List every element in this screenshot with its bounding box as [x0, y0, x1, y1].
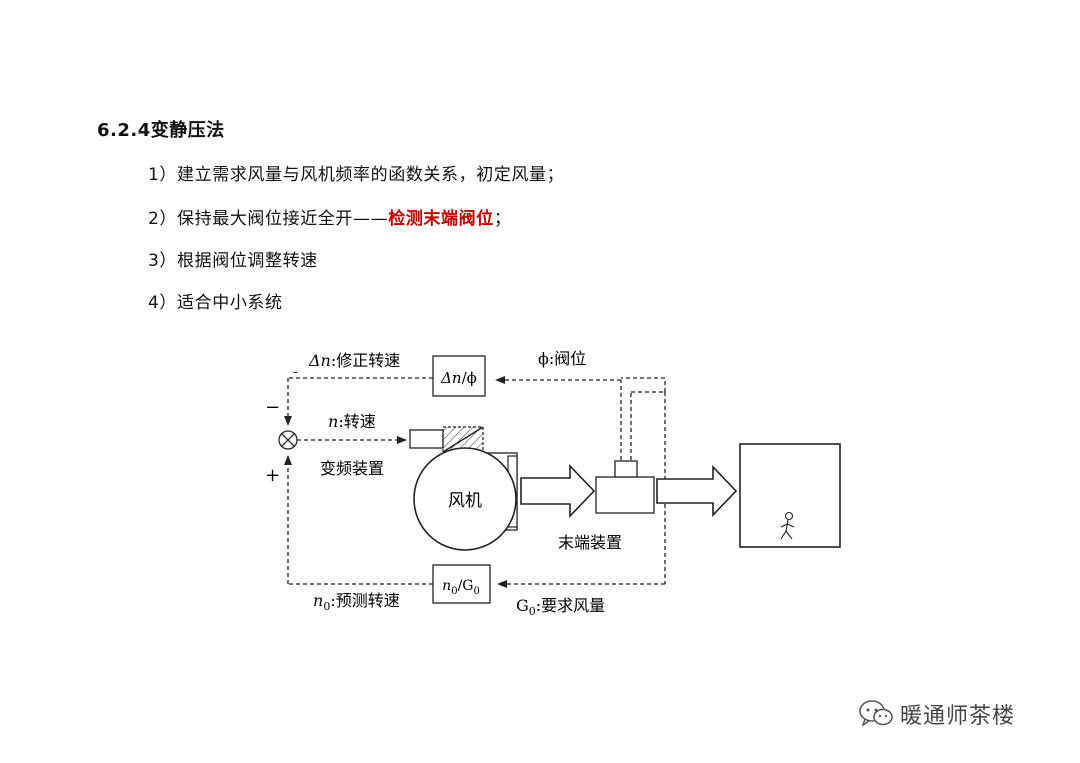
n-label: n:转速: [328, 412, 376, 431]
n0-label-n: n: [313, 591, 323, 610]
wechat-icon: [859, 700, 893, 727]
dn-label: Δn:修正转速: [308, 351, 400, 370]
demand-feedback-path: [284, 392, 666, 588]
dn-phi-box: Δn/ϕ: [432, 355, 486, 397]
g0-label-g: G: [516, 596, 529, 615]
summing-junction: [278, 430, 298, 450]
list-item-2-prefix: 2）保持最大阀位接近全开——: [148, 209, 389, 229]
list-item-2-highlight: 检测末端阀位: [388, 209, 494, 229]
list-item-2: 2）保持最大阀位接近全开——检测末端阀位；: [148, 204, 511, 229]
svg-text:n0/G0: n0/G0: [442, 578, 480, 597]
n-label-var: n: [328, 412, 338, 431]
n-label-text: :转速: [338, 412, 375, 431]
fan-label: 风机: [448, 491, 482, 511]
minus-sign-left: −: [265, 397, 280, 418]
list-item-2-suffix: ；: [493, 209, 512, 229]
n0-label-text: :预测转速: [330, 591, 399, 610]
g0-label: G0:要求风量: [516, 596, 605, 618]
phi-label: ϕ:阀位: [538, 349, 586, 368]
plus-sign: +: [265, 465, 280, 486]
person-icon: [780, 511, 795, 540]
list-item-3: 3）根据阀位调整转速: [148, 251, 318, 271]
n0-label: n0:预测转速: [313, 591, 400, 613]
airflow-arrow-2: [656, 465, 738, 517]
list-item-4: 4）适合中小系统: [148, 293, 283, 313]
n0-label-sub: 0: [323, 600, 330, 613]
g0-label-text: :要求风量: [536, 596, 605, 615]
n0-box-sep: /G: [458, 578, 474, 594]
section-heading: 6.2.4变静压法: [97, 120, 225, 141]
terminal-device: [595, 460, 655, 514]
dn-label-text: :修正转速: [331, 351, 400, 370]
vfd-label: 变频装置: [320, 459, 384, 478]
n0-g0-box: n0/G0: [432, 564, 491, 604]
n0-box-sub2: 0: [473, 586, 479, 597]
terminal-label: 末端装置: [558, 533, 622, 552]
valve-feedback-path: [495, 376, 666, 460]
svg-text:Δn/ϕ: Δn/ϕ: [440, 369, 477, 387]
room-box: [739, 443, 841, 548]
watermark: 暖通师茶楼: [858, 698, 1015, 730]
g0-label-sub: 0: [529, 605, 536, 618]
n0-box-sub: 0: [451, 586, 457, 597]
watermark-text: 暖通师茶楼: [900, 704, 1016, 729]
dn-box-phi: ϕ: [467, 369, 477, 387]
dn-box-sep: /: [462, 369, 468, 387]
fan: [413, 447, 518, 551]
list-item-1: 1）建立需求风量与风机频率的函数关系，初定风量；: [148, 165, 565, 185]
dn-label-var: Δn: [308, 351, 331, 370]
dn-box-var: Δn: [440, 369, 462, 387]
n0-box-n: n: [442, 578, 451, 594]
airflow-arrow-1: [520, 464, 596, 518]
correction-path: [284, 377, 433, 426]
minus-sign-top: -: [293, 364, 298, 380]
